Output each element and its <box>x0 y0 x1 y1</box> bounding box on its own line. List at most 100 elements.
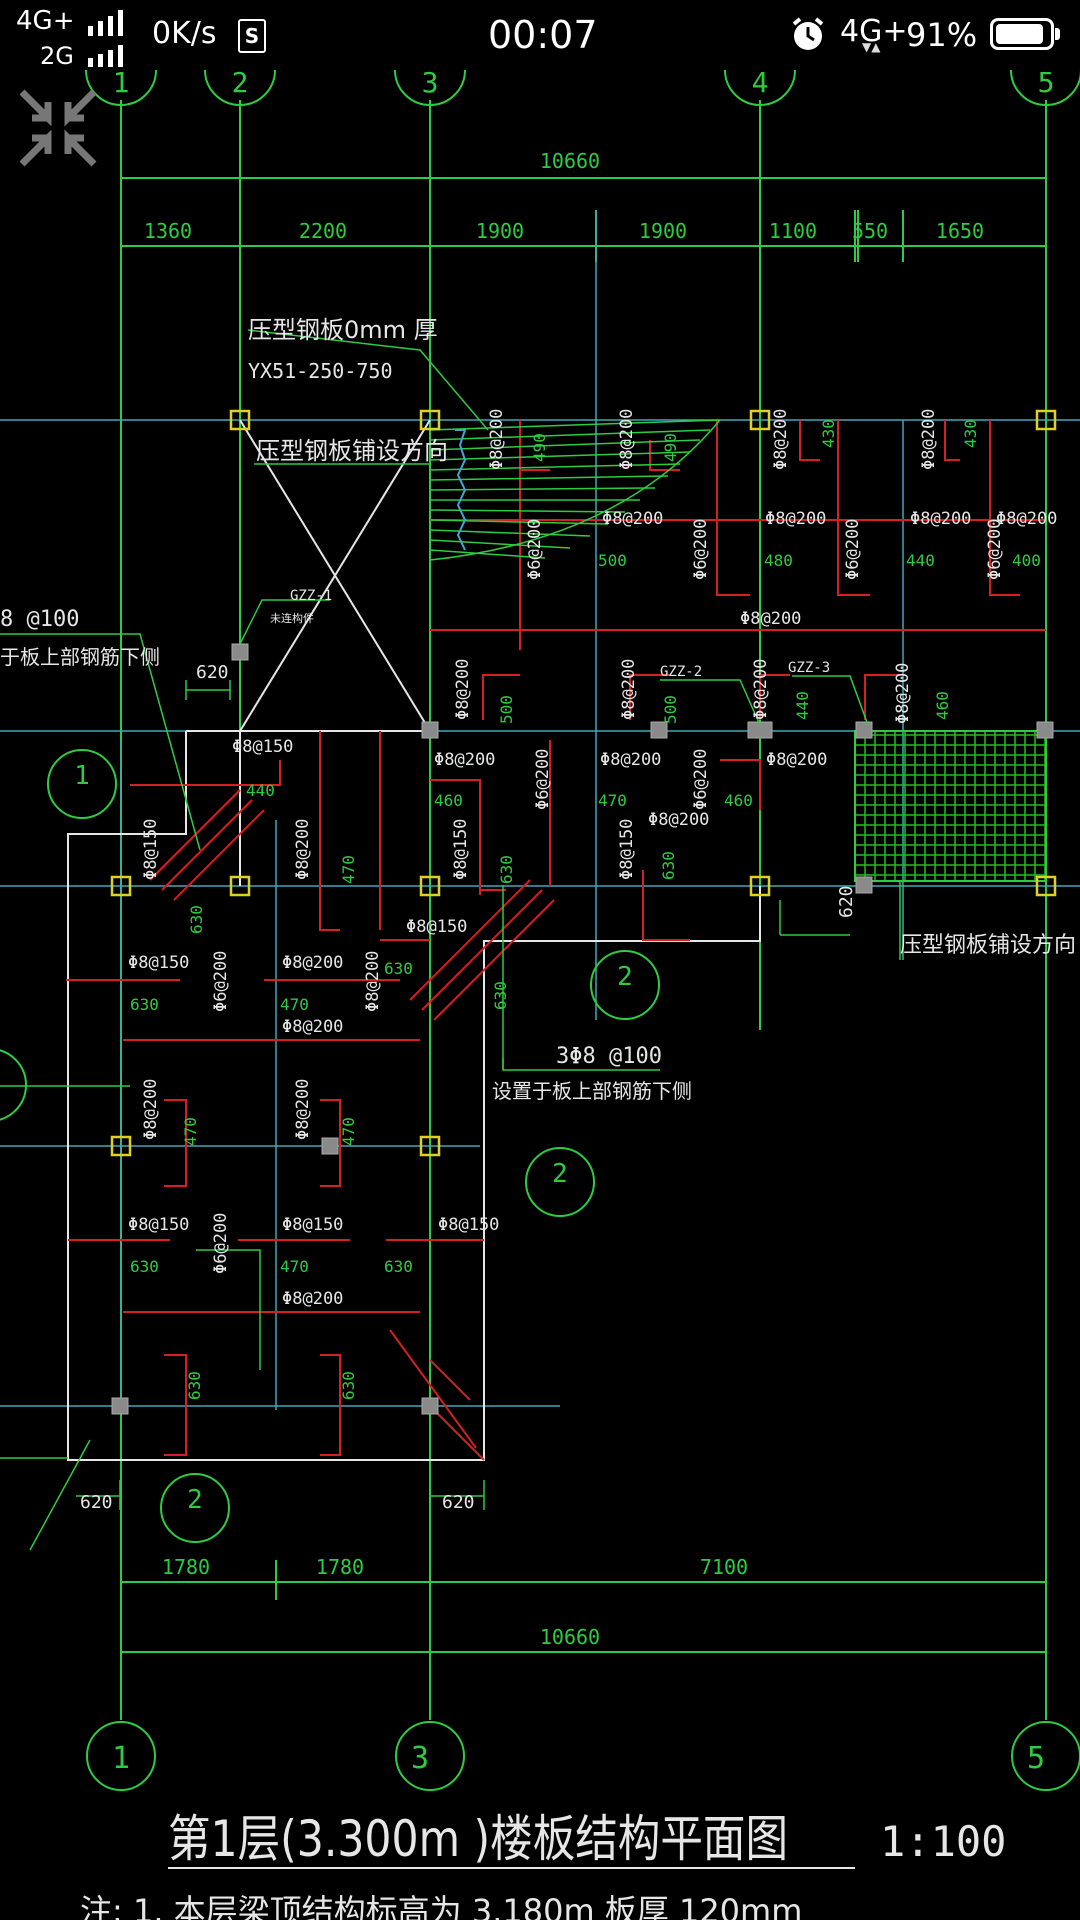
rebar-label: Φ8@200 <box>766 750 827 770</box>
section-label-2c: 2 <box>187 1485 203 1515</box>
hatched-deck-panel <box>854 730 1047 882</box>
rebar-label: Φ8@200 <box>453 659 473 720</box>
left-rebar-placement: 于板上部钢筋下侧 <box>0 645 160 669</box>
length-label: 460 <box>933 691 952 720</box>
rebar-label: Φ6@200 <box>211 951 231 1012</box>
columns <box>110 409 1057 1157</box>
bottom-overall-dimension: 10660 <box>540 1625 600 1649</box>
rebar-label: Φ6@200 <box>533 749 553 810</box>
deck-model-note: YX51-250-750 <box>248 359 393 383</box>
rebar-label: Φ6@200 <box>985 519 1005 580</box>
status-bar: 4G+ 2G 0K/s S 00:07 4G+ ▼▲ 91% <box>0 0 1080 72</box>
length-label: 460 <box>724 791 753 810</box>
s-badge-icon: S <box>238 19 266 53</box>
top-dim-5: 1100 <box>769 219 817 243</box>
top-dim-7: 1650 <box>936 219 984 243</box>
bottom-dim-2: 1780 <box>316 1555 364 1579</box>
length-label: 490 <box>530 433 549 462</box>
rebar-label: Φ8@200 <box>996 509 1057 529</box>
length-label: 470 <box>598 791 627 810</box>
axis-label-5-bottom: 5 <box>1027 1741 1045 1776</box>
rebar-label: Φ8@200 <box>919 409 939 470</box>
rebar-label: Φ8@150 <box>282 1215 343 1235</box>
length-label: 630 <box>491 981 510 1010</box>
section-circles <box>0 749 660 1543</box>
length-label: 470 <box>280 1257 309 1276</box>
cell-signal-icon <box>88 10 123 67</box>
length-label: 470 <box>280 995 309 1014</box>
grey-columns <box>111 643 1054 1415</box>
length-label: 500 <box>598 551 627 570</box>
rebar-label: Φ8@200 <box>751 659 771 720</box>
rebar-label: Φ6@200 <box>525 519 545 580</box>
axis-label-3-bottom: 3 <box>411 1741 429 1776</box>
net-speed-label: 0K/s <box>152 16 217 51</box>
rebar-label: Φ8@150 <box>617 819 637 880</box>
rebar-label: Φ8@200 <box>282 1289 343 1309</box>
top-sub-dimensions: 1360 2200 1900 1900 1100 550 1650 <box>144 219 984 243</box>
axis-label-1-top: 1 <box>113 66 130 99</box>
top-dim-2: 2200 <box>299 219 347 243</box>
length-label: 500 <box>661 695 680 724</box>
length-label: 630 <box>185 1371 204 1400</box>
length-label: 470 <box>339 855 358 884</box>
top-dimension-lines <box>121 177 1046 262</box>
drawing-scale: 1:100 <box>880 1817 1006 1866</box>
slab-outline <box>67 419 761 1461</box>
axis-label-5-top: 5 <box>1038 66 1055 99</box>
rebar-label: Φ8@150 <box>232 737 293 757</box>
leader-lines <box>0 329 901 1551</box>
length-label: 430 <box>819 419 838 448</box>
rebar-label: Φ8@200 <box>771 409 791 470</box>
section-label-1: 1 <box>74 761 90 791</box>
rebar-label: Φ8@200 <box>487 409 507 470</box>
length-label: 630 <box>130 1257 159 1276</box>
rebar-label: Φ8@200 <box>293 819 313 880</box>
rebar-label: Φ8@150 <box>406 917 467 937</box>
network-type-label: 4G+ <box>840 14 908 49</box>
column-label-gzz3: GZZ-3 <box>788 660 830 676</box>
clock-time: 00:07 <box>488 13 598 57</box>
deck-hatching <box>429 419 721 561</box>
column-label-gzz2: GZZ-2 <box>660 664 702 680</box>
top-dim-3: 1900 <box>476 219 524 243</box>
rebar-label: Φ8@150 <box>451 819 471 880</box>
rebar-label: Φ8@200 <box>617 409 637 470</box>
column-label-gzz1: GZZ-1 <box>290 588 332 604</box>
rebar-label: Φ8@200 <box>282 1017 343 1037</box>
hatch-slashes <box>149 789 555 1021</box>
deck-profile <box>455 429 467 551</box>
left-rebar-note: 8 @100 <box>0 607 79 632</box>
bottom-dimension-lines <box>121 1560 1046 1653</box>
exit-fullscreen-button[interactable] <box>18 88 98 168</box>
length-label: 440 <box>906 551 935 570</box>
length-label: 630 <box>384 959 413 978</box>
rebar-label: Φ8@200 <box>648 810 709 830</box>
rebar-label: Φ8@200 <box>602 509 663 529</box>
axis-label-3-top: 3 <box>422 66 439 99</box>
axis-bubbles-bottom <box>86 1721 1080 1791</box>
rebar-label: Φ8@200 <box>765 509 826 529</box>
drawing-note: 注: 1. 本层梁顶结构标高为 3.180m 板厚 120mm <box>80 1892 802 1920</box>
rebar-labels: Φ8@200 Φ8@200 Φ8@200 Φ8@200 Φ8@200 Φ8@20… <box>128 409 1057 1309</box>
top-dim-4: 1900 <box>639 219 687 243</box>
length-label: 490 <box>661 433 680 462</box>
mid-rebar-note: 3Φ8 @100 <box>556 1044 662 1069</box>
rebar-label: Φ8@200 <box>434 750 495 770</box>
top-dim-6: 550 <box>852 219 888 243</box>
axis-bubbles-top <box>85 69 1080 106</box>
rebar-label: Φ8@150 <box>438 1215 499 1235</box>
column-note-gzz1: 未连构件 <box>270 611 314 625</box>
rebar-label: Φ8@200 <box>893 663 913 724</box>
length-label: 630 <box>187 905 206 934</box>
top-dim-1: 1360 <box>144 219 192 243</box>
rebar-label: Φ6@200 <box>691 749 711 810</box>
axis-label-2-top: 2 <box>232 66 249 99</box>
battery-percent-label: 91% <box>906 16 978 54</box>
rebar-label: Φ8@200 <box>141 1079 161 1140</box>
data-arrows-icon: ▼▲ <box>862 40 881 54</box>
mid-rebar-placement: 设置于板上部钢筋下侧 <box>492 1079 692 1103</box>
top-overall-dimension: 10660 <box>540 149 600 173</box>
battery-cap <box>1055 28 1060 40</box>
